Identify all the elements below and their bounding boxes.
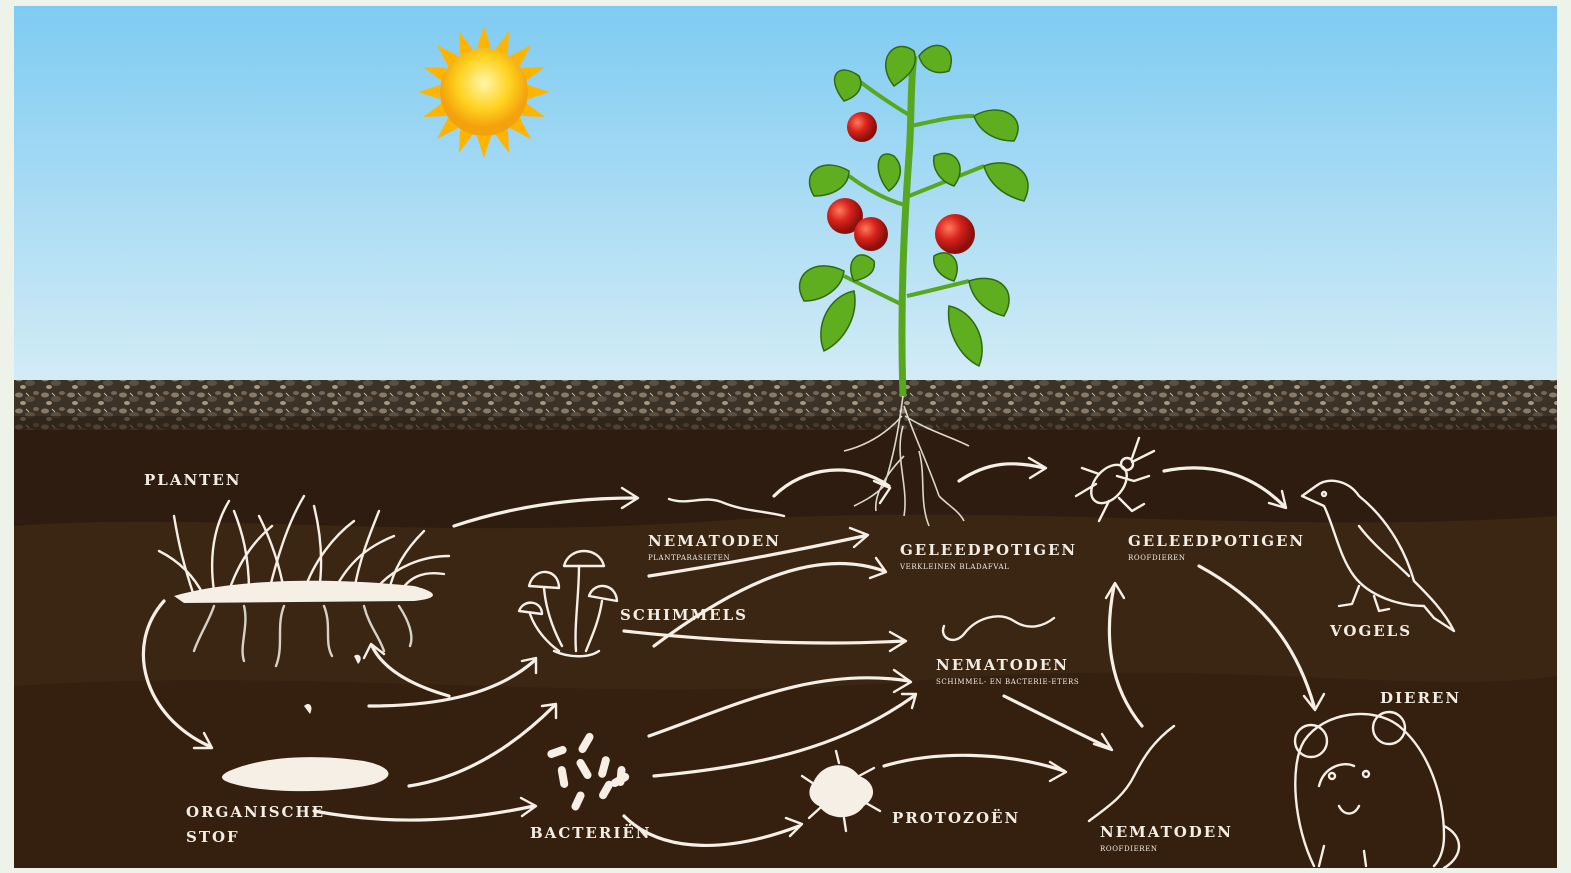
- label-geleedpotigen-2: GELEEDPOTIGEN: [1128, 532, 1305, 550]
- label-planten: PLANTEN: [144, 471, 241, 489]
- label-nematoden-schim: NEMATODEN: [936, 656, 1069, 674]
- label-nematoden-schim-sub: SCHIMMEL- EN BACTERIE-ETERS: [936, 678, 1079, 686]
- gravel-shade: [14, 416, 1557, 430]
- sun-icon: [418, 26, 550, 158]
- label-geleedpotigen-1-sub: VERKLEINEN BLADAFVAL: [899, 563, 1009, 571]
- label-organische: ORGANISCHE: [186, 803, 325, 821]
- label-geleedpotigen-2-sub: ROOFDIEREN: [1128, 554, 1186, 562]
- label-geleedpotigen-1: GELEEDPOTIGEN: [900, 541, 1077, 559]
- label-vogels: VOGELS: [1329, 622, 1412, 640]
- sky: [14, 6, 1557, 386]
- label-nematoden-plant-sub: PLANTPARASIETEN: [648, 554, 730, 562]
- label-nematoden-roof: NEMATODEN: [1100, 823, 1233, 841]
- diagram-canvas: PLANTEN ORGANISCHE STOF SCHIMMELS BACTER…: [14, 6, 1557, 868]
- label-schimmels: SCHIMMELS: [620, 606, 748, 624]
- label-stof: STOF: [186, 828, 240, 846]
- label-nematoden-plant: NEMATODEN: [648, 532, 781, 550]
- soil-food-web-diagram: PLANTEN ORGANISCHE STOF SCHIMMELS BACTER…: [14, 6, 1557, 868]
- label-nematoden-roof-sub: ROOFDIEREN: [1100, 845, 1158, 853]
- label-protozoen: PROTOZOËN: [892, 808, 1020, 827]
- label-dieren: DIEREN: [1380, 689, 1461, 707]
- label-bacterien: BACTERIËN: [530, 823, 651, 842]
